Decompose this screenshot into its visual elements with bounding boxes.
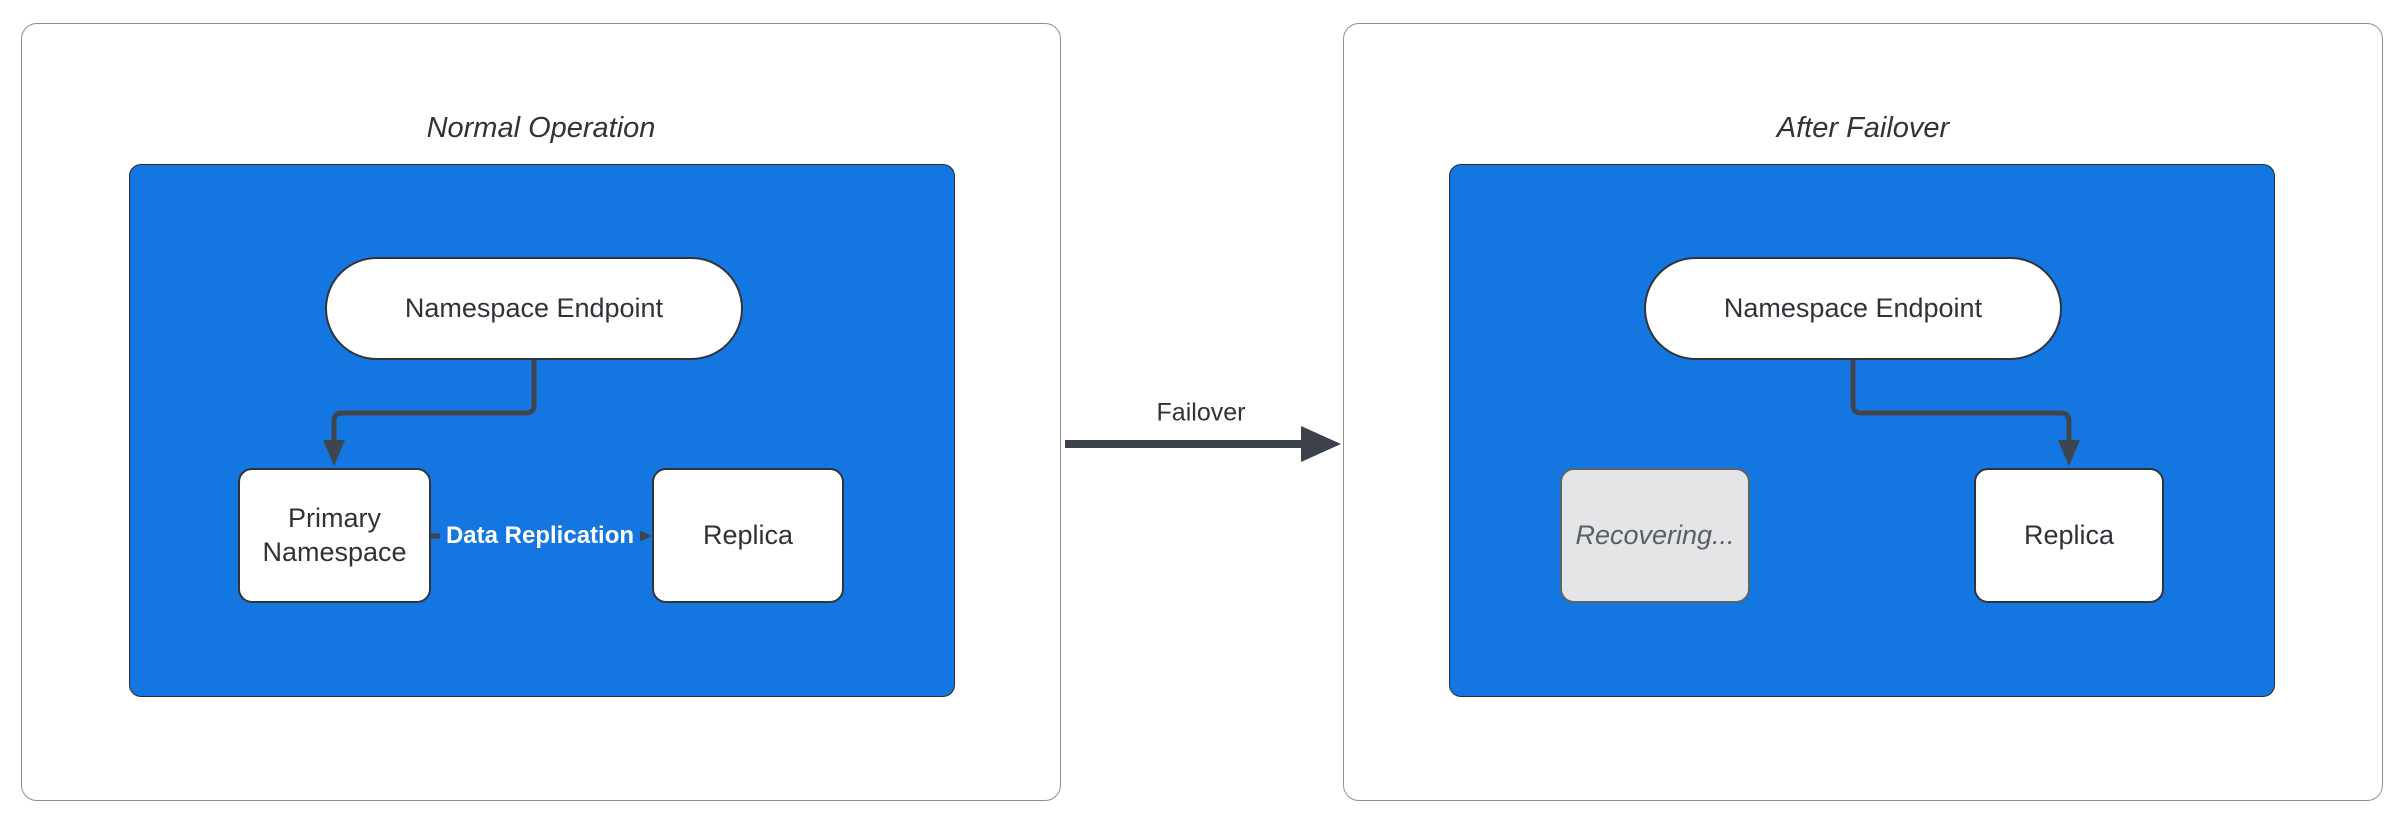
node-replica-left-label: Replica <box>702 519 794 550</box>
node-namespace-endpoint-left: Namespace Endpoint <box>325 257 743 360</box>
container-after-failover <box>1449 164 2275 697</box>
node-namespace-endpoint-right-label: Namespace Endpoint <box>1723 292 1983 323</box>
node-replica-right-label: Replica <box>2023 519 2115 550</box>
edge-label-data-replication: Data Replication <box>439 519 641 553</box>
node-recovering-label: Recovering... <box>1575 519 1735 550</box>
node-namespace-endpoint-right: Namespace Endpoint <box>1644 257 2062 360</box>
node-replica-right: Replica <box>1974 468 2164 603</box>
node-primary-namespace: Primary Namespace <box>238 468 431 603</box>
node-recovering: Recovering... <box>1560 468 1750 603</box>
node-namespace-endpoint-left-label: Namespace Endpoint <box>404 292 664 323</box>
node-replica-left: Replica <box>652 468 844 603</box>
edge-failover <box>1065 426 1341 462</box>
panel-title-after-failover: After Failover <box>1776 112 1950 144</box>
panel-title-normal-operation: Normal Operation <box>426 112 656 144</box>
container-normal-operation <box>129 164 955 697</box>
node-primary-namespace-label: Primary Namespace <box>262 502 407 567</box>
edge-label-failover: Failover <box>1156 398 1246 427</box>
